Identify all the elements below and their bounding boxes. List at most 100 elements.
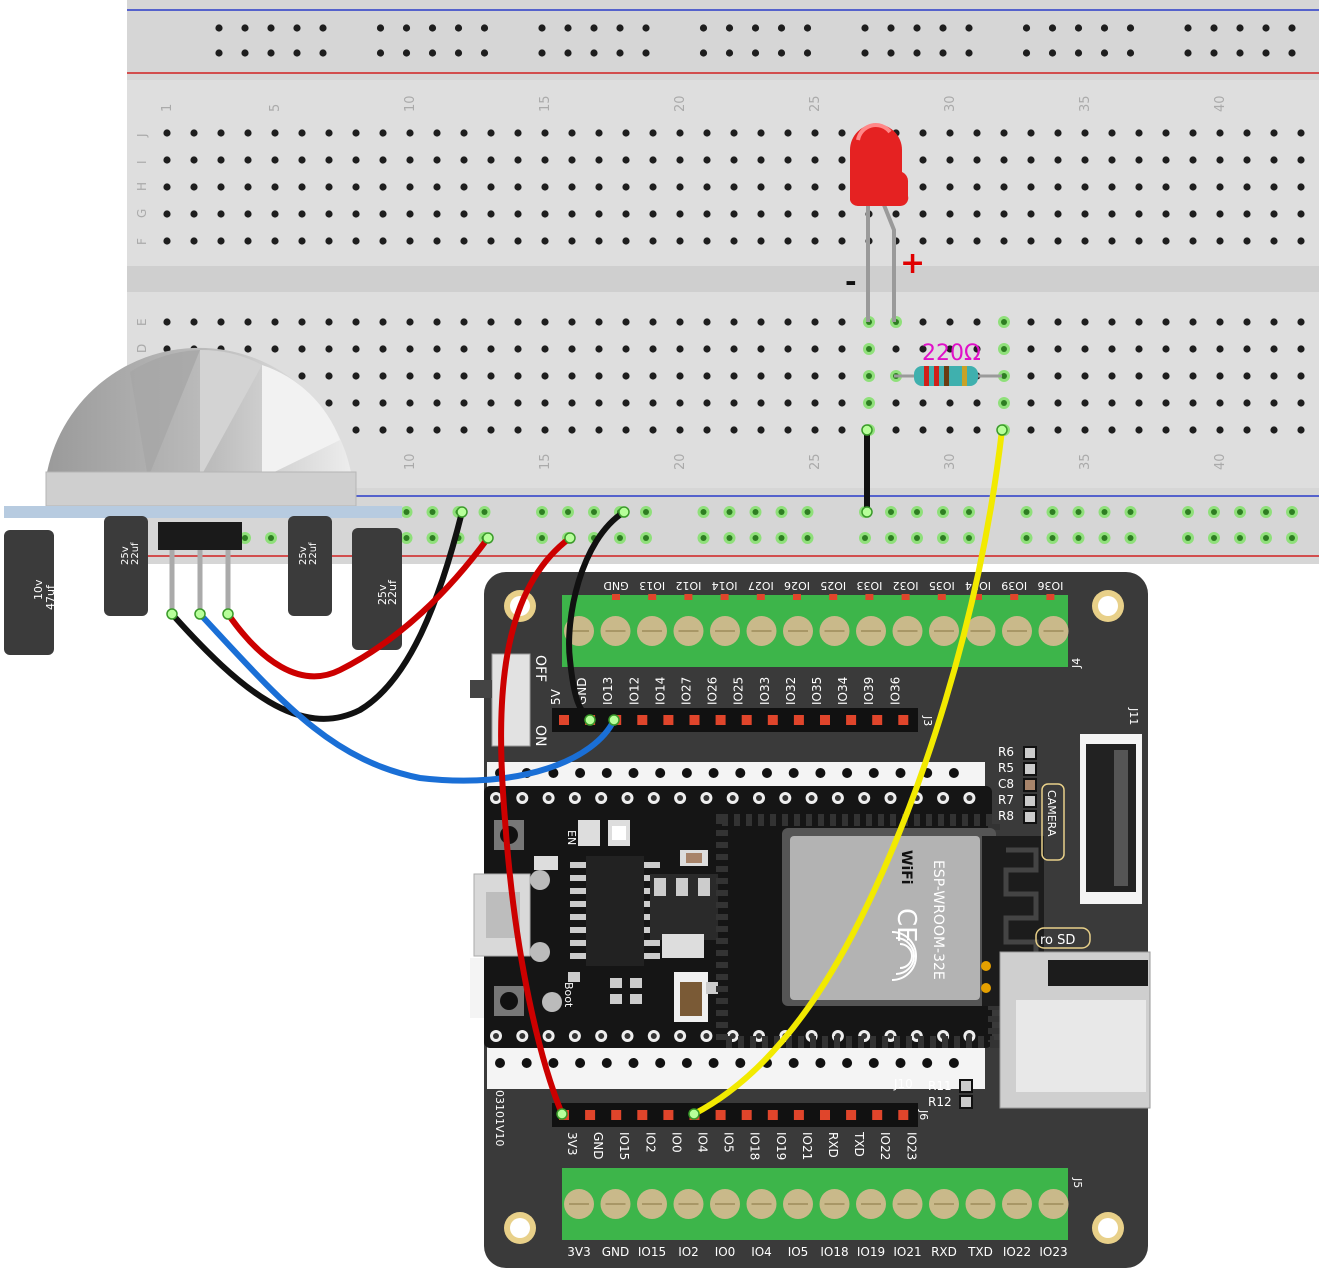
breadboard-hole[interactable]	[730, 426, 738, 434]
breadboard-hole[interactable]	[325, 156, 333, 164]
breadboard-hole[interactable]	[406, 399, 414, 407]
rail-hole[interactable]	[538, 49, 546, 57]
header-pin[interactable]	[898, 715, 909, 725]
breadboard-hole[interactable]	[730, 237, 738, 245]
breadboard-hole[interactable]	[622, 426, 630, 434]
breadboard-hole[interactable]	[811, 318, 819, 326]
breadboard-hole[interactable]	[838, 372, 846, 380]
breadboard-hole[interactable]	[703, 372, 711, 380]
breadboard-hole[interactable]	[244, 129, 252, 137]
rail-hole[interactable]	[777, 24, 786, 32]
breadboard-hole[interactable]	[1270, 426, 1278, 434]
rail-hole[interactable]	[1100, 24, 1109, 32]
breadboard-hole[interactable]	[892, 399, 900, 407]
breadboard-hole[interactable]	[460, 156, 468, 164]
breadboard-hole[interactable]	[1162, 426, 1170, 434]
breadboard-hole[interactable]	[1108, 129, 1116, 137]
breadboard-hole[interactable]	[1081, 210, 1089, 218]
breadboard-hole[interactable]	[1054, 318, 1062, 326]
breadboard-hole[interactable]	[487, 129, 495, 137]
breadboard-hole[interactable]	[811, 183, 819, 191]
rail-hole[interactable]	[319, 24, 327, 32]
breadboard-hole[interactable]	[838, 399, 846, 407]
breadboard-hole[interactable]	[1027, 183, 1035, 191]
breadboard-hole[interactable]	[163, 156, 171, 164]
breadboard-hole[interactable]	[1162, 156, 1170, 164]
rail-hole[interactable]	[215, 49, 223, 57]
rail-hole[interactable]	[1074, 24, 1083, 32]
header-pin[interactable]	[793, 1110, 804, 1120]
breadboard-hole[interactable]	[1054, 210, 1062, 218]
breadboard-hole[interactable]	[406, 237, 414, 245]
breadboard-hole[interactable]	[1189, 129, 1197, 137]
breadboard-hole[interactable]	[1000, 237, 1008, 245]
breadboard-hole[interactable]	[649, 237, 657, 245]
rail-hole[interactable]	[913, 49, 921, 57]
rail-hole[interactable]	[241, 49, 249, 57]
breadboard-hole[interactable]	[1027, 318, 1035, 326]
breadboard-hole[interactable]	[757, 318, 765, 326]
breadboard-hole[interactable]	[163, 237, 171, 245]
breadboard-hole[interactable]	[1135, 426, 1143, 434]
breadboard-hole[interactable]	[595, 399, 603, 407]
breadboard-hole[interactable]	[730, 399, 738, 407]
breadboard-hole[interactable]	[1189, 318, 1197, 326]
breadboard-hole[interactable]	[541, 318, 549, 326]
header-pin[interactable]	[793, 715, 804, 725]
breadboard-hole[interactable]	[649, 426, 657, 434]
header-pin[interactable]	[689, 715, 700, 725]
rail-hole[interactable]	[616, 24, 624, 32]
breadboard-hole[interactable]	[379, 345, 387, 353]
breadboard-hole[interactable]	[919, 183, 927, 191]
breadboard-hole[interactable]	[946, 129, 954, 137]
breadboard-hole[interactable]	[298, 183, 306, 191]
breadboard-hole[interactable]	[730, 129, 738, 137]
breadboard-hole[interactable]	[433, 237, 441, 245]
breadboard-hole[interactable]	[1081, 399, 1089, 407]
breadboard-hole[interactable]	[973, 156, 981, 164]
breadboard-hole[interactable]	[973, 345, 981, 353]
breadboard-hole[interactable]	[1081, 426, 1089, 434]
breadboard-hole[interactable]	[1297, 156, 1305, 164]
breadboard-hole[interactable]	[568, 210, 576, 218]
breadboard-hole[interactable]	[568, 318, 576, 326]
breadboard-hole[interactable]	[973, 183, 981, 191]
breadboard-hole[interactable]	[1189, 183, 1197, 191]
breadboard-hole[interactable]	[649, 210, 657, 218]
breadboard-hole[interactable]	[811, 210, 819, 218]
breadboard-hole[interactable]	[622, 210, 630, 218]
header-pin[interactable]	[715, 1110, 726, 1120]
header-pin[interactable]	[820, 1110, 830, 1120]
breadboard-hole[interactable]	[541, 399, 549, 407]
breadboard-hole[interactable]	[1297, 237, 1305, 245]
breadboard-hole[interactable]	[298, 237, 306, 245]
breadboard-hole[interactable]	[190, 237, 198, 245]
breadboard-hole[interactable]	[1216, 372, 1224, 380]
rail-hole[interactable]	[725, 24, 734, 32]
breadboard-hole[interactable]	[1162, 129, 1170, 137]
breadboard-hole[interactable]	[514, 372, 522, 380]
breadboard-hole[interactable]	[1297, 426, 1305, 434]
breadboard-hole[interactable]	[514, 399, 522, 407]
breadboard-hole[interactable]	[1270, 318, 1278, 326]
breadboard-hole[interactable]	[919, 129, 927, 137]
breadboard-hole[interactable]	[1054, 129, 1062, 137]
breadboard-hole[interactable]	[757, 426, 765, 434]
rail-hole[interactable]	[215, 24, 223, 32]
header-pin[interactable]	[637, 1110, 648, 1120]
breadboard-hole[interactable]	[271, 129, 279, 137]
breadboard-hole[interactable]	[784, 210, 792, 218]
breadboard-hole[interactable]	[1216, 156, 1224, 164]
breadboard-hole[interactable]	[163, 318, 171, 326]
breadboard-hole[interactable]	[1135, 129, 1143, 137]
header-pin[interactable]	[611, 1110, 622, 1120]
breadboard-hole[interactable]	[838, 129, 846, 137]
breadboard-hole[interactable]	[838, 345, 846, 353]
rail-hole[interactable]	[293, 24, 301, 32]
breadboard-hole[interactable]	[1297, 318, 1305, 326]
breadboard-hole[interactable]	[838, 156, 846, 164]
breadboard-hole[interactable]	[946, 318, 954, 326]
breadboard-hole[interactable]	[1081, 372, 1089, 380]
rail-hole[interactable]	[376, 24, 385, 32]
breadboard-hole[interactable]	[1189, 210, 1197, 218]
